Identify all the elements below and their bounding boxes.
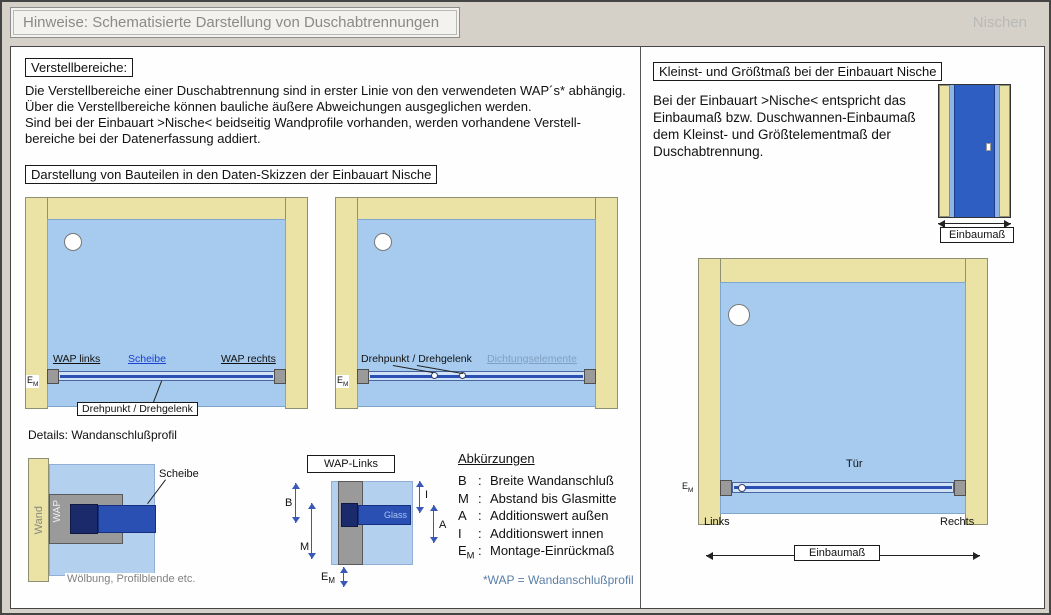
kleinst-groesstmass-title: Kleinst- und Größtmaß bei der Einbauart …: [653, 62, 943, 81]
wand-label: Wand: [32, 505, 45, 535]
wap-links-detail: WAP-Links Glass B M I A EM: [283, 455, 453, 591]
page-label-nischen: Nischen: [972, 14, 1027, 31]
drehpunkt-label-box: Drehpunkt / Drehgelenk: [77, 402, 198, 416]
glass-label: Glass: [383, 510, 407, 520]
dim-line-em: [340, 567, 348, 587]
dim-line-i: [416, 481, 424, 513]
em-label: EM: [26, 375, 40, 388]
drain-icon: [374, 233, 392, 251]
details-caption: Details: Wandanschlußprofil: [28, 428, 177, 442]
door-wall-left: [939, 85, 950, 217]
dim-label-a: A: [439, 519, 447, 531]
wap-profile-right: [584, 369, 596, 384]
einbaumass-box: Einbaumaß: [794, 545, 881, 561]
door-wall-right: [999, 85, 1010, 217]
dim-line-a: [430, 505, 438, 543]
door-einbaumass-box: Einbaumaß: [940, 227, 1015, 243]
abbreviations-title: Abkürzungen: [458, 451, 535, 466]
wall-left: [698, 258, 721, 525]
main-panel: Verstellbereiche: Die Verstellbereiche e…: [10, 46, 1045, 609]
darstellung-title: Darstellung von Bauteilen in den Daten-S…: [25, 165, 438, 184]
paragraph-line: dem Kleinst- und Größtelementmaß der: [653, 127, 891, 142]
wap-footnote: *WAP = Wandanschlußprofil: [483, 573, 634, 587]
drehpunkt-label: Drehpunkt / Drehgelenk: [361, 353, 472, 365]
wap-profile-left: [720, 480, 732, 496]
big-niche-diagram: Tür EM Links Rechts Einbaumaß: [681, 258, 988, 570]
wap-profile-left: [47, 369, 59, 384]
tuer-label: Tür: [846, 458, 863, 470]
abbreviation-row: B:Breite Wandanschluß: [458, 473, 614, 488]
intro-paragraph: Die Verstellbereiche einer Duschabtrennu…: [25, 83, 626, 147]
wall-top: [25, 197, 308, 220]
dim-label-m: M: [300, 541, 310, 553]
wand-bar: Wand: [28, 458, 49, 582]
niche-diagram-1: WAP links Scheibe WAP rechts Drehpunkt /…: [25, 197, 310, 419]
drain-icon: [64, 233, 82, 251]
abbreviation-row: A:Additionswert außen: [458, 508, 609, 523]
drain-icon: [728, 304, 750, 326]
rechts-label: Rechts: [940, 516, 975, 528]
door-diagram: [938, 84, 1011, 218]
scheibe-label: Scheibe: [128, 353, 166, 365]
dim-line-m: [308, 503, 316, 559]
wap-links-title-box: WAP-Links: [307, 455, 395, 473]
dichtungselemente-label: Dichtungselemente: [487, 353, 577, 365]
abbreviation-row: M:Abstand bis Glasmitte: [458, 490, 617, 506]
glass-panel: [58, 371, 275, 381]
paragraph-line: Duschabtrennung.: [653, 144, 764, 159]
profile-core: [70, 504, 98, 534]
paragraph-line: Über die Verstellbereiche können baulich…: [25, 99, 532, 114]
door-panel: [954, 85, 995, 217]
paragraph-line: Bei der Einbauart >Nische< entspricht da…: [653, 93, 906, 108]
door-glass-edge: [995, 85, 999, 217]
wap-label: WAP: [52, 500, 63, 523]
paragraph-line: bereiche bei der Datenerfassung addiert.: [25, 131, 261, 146]
hinge-icon: [431, 372, 438, 379]
door-glass-edge: [950, 85, 954, 217]
abbreviation-row: EM:Montage-Einrückmaß: [458, 543, 615, 561]
dim-label-em: EM: [321, 571, 335, 586]
em-label: EM: [336, 375, 350, 388]
wall-profile-detail: Wand WAP Scheibe Wölbung, Profilblende e…: [28, 454, 238, 590]
wap-rechts-label: WAP rechts: [221, 353, 276, 365]
wall-right: [285, 197, 308, 409]
wap-profile-right: [274, 369, 286, 384]
page-title: Hinweise: Schematisierte Darstellung von…: [13, 10, 457, 35]
paragraph-line: Sind bei der Einbauart >Nische< beidseit…: [25, 115, 581, 130]
niche-diagram-2: Drehpunkt / Drehgelenk Dichtungselemente…: [335, 197, 620, 419]
wap-profile-left: [357, 369, 369, 384]
dim-label-i: I: [425, 489, 429, 501]
wall-top: [698, 258, 988, 283]
glass-section: [98, 505, 156, 533]
wall-top: [335, 197, 618, 220]
wall-right: [595, 197, 618, 409]
right-paragraph: Bei der Einbauart >Nische< entspricht da…: [653, 92, 916, 160]
wall-right: [965, 258, 988, 525]
links-label: Links: [704, 516, 730, 528]
abbreviation-row: I:Additionswert innen: [458, 525, 604, 541]
glass-section: Glass: [358, 505, 411, 525]
woelbung-label: Wölbung, Profilblende etc.: [65, 573, 198, 585]
panel-divider: [640, 47, 641, 608]
dim-label-b: B: [285, 497, 293, 509]
hinge-icon: [738, 484, 746, 492]
scheibe-detail-label: Scheibe: [159, 468, 199, 480]
shower-interior: [720, 282, 966, 514]
paragraph-line: Einbaumaß bzw. Duschwannen-Einbaumaß: [653, 110, 916, 125]
em-label: EM: [681, 481, 695, 494]
wap-links-label: WAP links: [53, 353, 101, 365]
door-handle-icon: [986, 143, 991, 151]
wap-profile-right: [954, 480, 966, 496]
abbreviations: Abkürzungen B:Breite Wandanschluß M:Abst…: [458, 451, 616, 565]
dim-line-b: [292, 483, 300, 523]
paragraph-line: Die Verstellbereiche einer Duschabtrennu…: [25, 83, 626, 98]
profile-core: [341, 503, 358, 527]
glass-panel: [368, 371, 585, 381]
verstellbereiche-title: Verstellbereiche:: [25, 58, 134, 77]
title-box: Hinweise: Schematisierte Darstellung von…: [10, 7, 460, 38]
door-dim-line: [938, 220, 1011, 228]
glass-panel: [732, 482, 954, 493]
